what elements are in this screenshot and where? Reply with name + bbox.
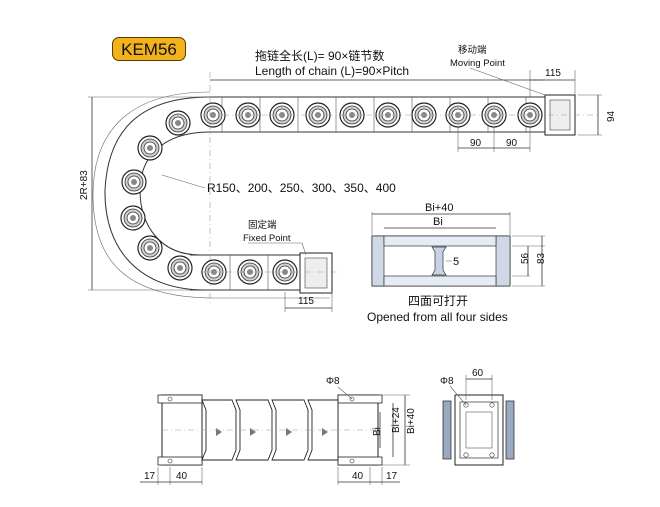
dim-94: 94 <box>606 110 617 122</box>
chain-outline <box>92 91 576 299</box>
dim-2r83: 2R+83 <box>79 170 90 200</box>
section-h83: 83 <box>536 252 547 264</box>
center-lines <box>200 72 600 305</box>
model-badge: KEM56 <box>112 37 186 61</box>
chain-length-cn: 拖链全长(L)= 90×链节数 <box>255 48 384 63</box>
bottom-d17-left: 17 <box>144 471 156 482</box>
bottom-bi: Bi <box>372 427 383 436</box>
bottom-side-view <box>442 375 515 466</box>
dim-90-a: 90 <box>470 138 482 149</box>
section-bi: Bi <box>433 216 443 228</box>
radius-options: R150、200、250、300、350、400 <box>207 181 396 195</box>
section-caption-en: Opened from all four sides <box>367 310 508 324</box>
bottom-d17-right: 17 <box>386 471 398 482</box>
section-five: 5 <box>453 256 459 268</box>
section-h56: 56 <box>520 252 531 264</box>
side-phi8: Φ8 <box>440 376 454 387</box>
side-d60: 60 <box>472 368 484 379</box>
fixed-point-cn: 固定端 <box>248 219 277 231</box>
dim-90-b: 90 <box>506 138 518 149</box>
moving-point-cn: 移动端 <box>458 44 487 56</box>
cross-section-view <box>371 212 545 287</box>
moving-point-en: Moving Point <box>450 58 505 69</box>
fixed-point-en: Fixed Point <box>243 233 291 244</box>
bottom-top-view <box>140 386 410 485</box>
section-bi40: Bi+40 <box>425 202 453 214</box>
bottom-d40-right: 40 <box>352 471 364 482</box>
bottom-d40-left: 40 <box>176 471 188 482</box>
bottom-bi40: Bi+40 <box>406 408 417 434</box>
dim-115-top: 115 <box>545 68 561 79</box>
bottom-phi8: Φ8 <box>326 376 340 387</box>
section-caption-cn: 四面可打开 <box>408 294 468 308</box>
moving-point-leader <box>469 67 546 96</box>
bottom-bi24: Bi+24 <box>391 407 402 433</box>
radius-leader <box>161 174 206 189</box>
chain-length-en: Length of chain (L)=90×Pitch <box>255 64 409 78</box>
dim-115-bottom: 115 <box>298 296 314 307</box>
